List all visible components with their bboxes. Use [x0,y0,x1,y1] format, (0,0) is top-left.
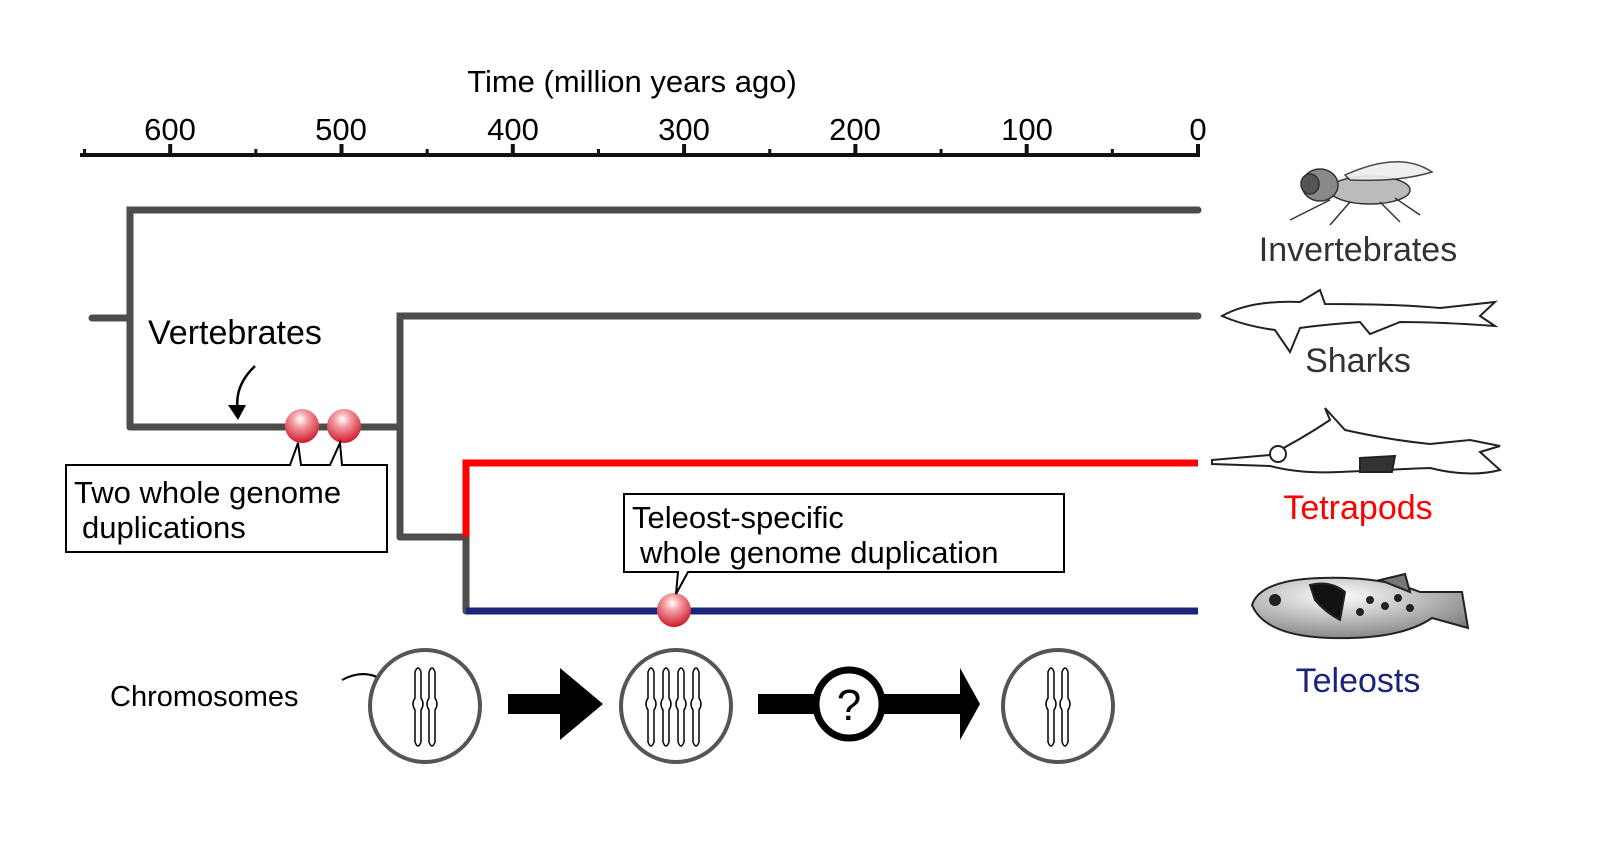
chromosome-icon [412,667,424,747]
ancestral-genome-circle [368,648,482,764]
question-mark: ? [837,681,861,730]
fly-illustration [1289,161,1434,226]
teleost-wgd-text-2: whole genome duplication [639,535,998,570]
chromosome-icon [645,667,657,747]
teleost-wgd-marker [657,593,691,627]
swimmer-illustration [1211,407,1503,475]
pufferfish-illustration [1250,572,1470,640]
teleost-wgd-callout [623,493,1065,595]
arrowhead-icon [228,405,246,420]
tick-label-100: 100 [1001,112,1053,147]
sharks-label: Sharks [1305,342,1411,380]
vertebrates-label: Vertebrates [148,314,322,352]
two-wgd-text-2: duplications [82,510,246,545]
tick-label-400: 400 [487,112,539,147]
two-wgd-callout [65,439,388,553]
chromosome-icon [675,667,687,747]
arrow-right-icon [508,668,603,740]
axis-title: Time (million years ago) [467,64,797,99]
tick-label-500: 500 [315,112,367,147]
question-circle-icon [812,666,886,742]
tetrapods-label: Tetrapods [1283,489,1432,527]
rediploidized-genome-circle [1001,648,1115,764]
chromosome-icon [690,667,702,747]
teleost-wgd-text-1: Teleost-specific [632,500,844,535]
chromosome-icon [426,667,438,747]
wgd-marker-2 [327,409,361,443]
tick-label-200: 200 [829,112,881,147]
wgd-marker-1 [285,409,319,443]
chromosome-icon [1059,667,1071,747]
shark-illustration [1219,288,1499,355]
teleosts-label: Teleosts [1296,662,1421,700]
invertebrates-branch [126,206,1202,431]
chromosome-icon [660,667,672,747]
chromosomes-label: Chromosomes [110,681,299,713]
time-axis [80,144,1200,157]
tetrapods-branch [462,459,1198,537]
tick-label-300: 300 [658,112,710,147]
invertebrates-label: Invertebrates [1259,231,1457,269]
two-wgd-text-1: Two whole genome [74,475,341,510]
tick-label-600: 600 [144,112,196,147]
bony-vertebrates-stem [396,533,470,615]
tick-label-0: 0 [1189,112,1206,147]
sharks-branch [396,312,1202,541]
chromosome-icon [1045,667,1057,747]
